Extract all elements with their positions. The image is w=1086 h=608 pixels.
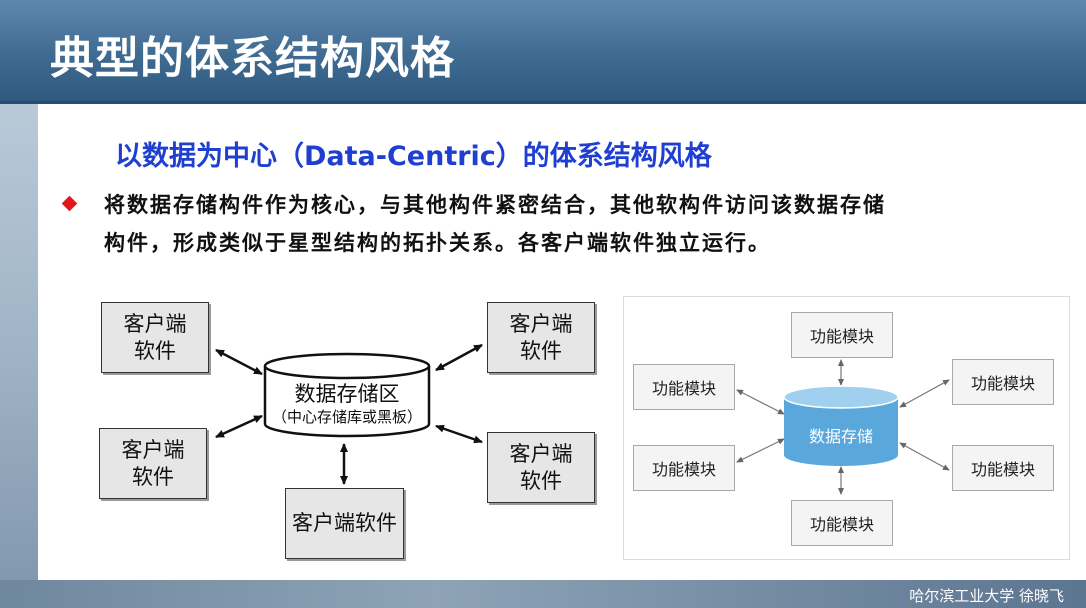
- arrow-top-left: [215, 348, 263, 376]
- connector-upper-left: [736, 389, 785, 415]
- client-box-top-right: 客户端软件: [487, 302, 595, 373]
- client-box-mid-left: 客户端软件: [99, 428, 207, 499]
- arrow-mid-left: [215, 414, 263, 439]
- client-label: 软件: [134, 338, 176, 363]
- data-store-blue-cylinder: [783, 385, 899, 466]
- client-label: 软件: [132, 464, 174, 489]
- module-box-upper-right: 功能模块: [952, 359, 1054, 405]
- left-decor-strip: [0, 104, 38, 608]
- module-box-lower-right: 功能模块: [952, 445, 1054, 491]
- connector-upper-right: [899, 379, 950, 408]
- client-box-mid-right: 客户端软件: [487, 432, 595, 503]
- module-box-bottom: 功能模块: [791, 500, 893, 546]
- title-bar: 典型的体系结构风格: [0, 0, 1086, 104]
- client-label: 客户端: [123, 311, 187, 336]
- data-store-label: 数据存储区: [294, 382, 400, 406]
- connector-lower-right: [899, 442, 950, 471]
- data-store-sublabel: （中心存储库或黑板）: [271, 408, 422, 426]
- client-label: 客户端: [509, 311, 573, 336]
- bullet-paragraph: 将数据存储构件作为核心，与其他构件紧密结合，其他软构件访问该数据存储 构件，形成…: [104, 186, 1044, 262]
- right-diagram-connectors: [736, 359, 950, 495]
- right-diagram-panel: 数据存储 功能模块 功能模块 功能模块 功能模块 功能模块 功能模块: [623, 296, 1070, 560]
- arrow-top-right: [435, 343, 483, 372]
- client-label: 软件: [520, 468, 562, 493]
- module-box-top: 功能模块: [791, 312, 893, 358]
- bullet-line-2: 构件，形成类似于星型结构的拓扑关系。各客户端软件独立运行。: [104, 231, 771, 255]
- section-subtitle: 以数据为中心（Data-Centric）的体系结构风格: [115, 141, 712, 172]
- client-label: 客户端: [509, 441, 573, 466]
- arrow-mid-right: [435, 424, 483, 444]
- data-store-cylinder: [263, 352, 431, 438]
- client-label: 客户端: [121, 437, 185, 462]
- blue-store-label: 数据存储: [808, 427, 873, 446]
- footer-credit: 哈尔滨工业大学 徐晓飞: [909, 587, 1064, 605]
- bullet-line-1: 将数据存储构件作为核心，与其他构件紧密结合，其他软构件访问该数据存储: [104, 193, 886, 217]
- bottom-band: [0, 580, 1086, 608]
- slide-title: 典型的体系结构风格: [50, 33, 455, 84]
- client-box-bottom: 客户端软件: [285, 488, 404, 559]
- module-box-upper-left: 功能模块: [633, 364, 735, 410]
- module-box-lower-left: 功能模块: [633, 445, 735, 491]
- connector-lower-left: [736, 438, 785, 463]
- client-label: 软件: [520, 338, 562, 363]
- client-box-top-left: 客户端软件: [101, 302, 209, 373]
- client-label: 客户端软件: [292, 511, 397, 535]
